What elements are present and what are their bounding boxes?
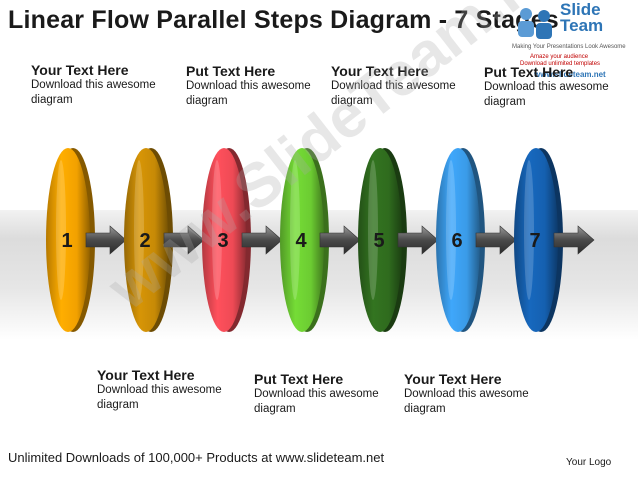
stage-6-arrow bbox=[475, 225, 517, 255]
stage-7-disc bbox=[514, 148, 558, 332]
stage-7-highlight bbox=[524, 160, 534, 300]
brand-line1: Amaze your audience bbox=[530, 54, 589, 60]
bottom-label-2-body: Download this awesome diagram bbox=[254, 388, 379, 415]
bottom-label-1-heading: Your Text Here bbox=[97, 367, 195, 383]
stage-6-number: 6 bbox=[451, 230, 462, 252]
stage-3-number: 3 bbox=[217, 230, 228, 252]
stage-2-number: 2 bbox=[139, 230, 150, 252]
stage-5-highlight bbox=[368, 160, 378, 300]
stage-4-number: 4 bbox=[295, 230, 307, 252]
stage-5-disc bbox=[358, 148, 402, 332]
brand-name-line1: Slide bbox=[560, 0, 601, 19]
stage-6-disc bbox=[436, 148, 480, 332]
page-title: Linear Flow Parallel Steps Diagram - 7 S… bbox=[8, 6, 559, 34]
brand-people-icon bbox=[518, 8, 552, 39]
stage-1-disc bbox=[46, 148, 90, 332]
top-label-3: Your Text Here Download this awesome dia… bbox=[331, 63, 456, 109]
brand-url: www.slideteam.net bbox=[534, 70, 606, 79]
stage-1-arrow bbox=[85, 225, 127, 255]
top-label-4: Put Text Here Download this awesome diag… bbox=[484, 64, 609, 110]
brand-name-line2: Team bbox=[560, 16, 604, 35]
bottom-label-3-body: Download this awesome diagram bbox=[404, 388, 529, 415]
stage-2-arrow bbox=[163, 225, 205, 255]
stage-3: 3 bbox=[202, 148, 283, 332]
bottom-label-3-heading: Your Text Here bbox=[404, 371, 502, 387]
stage-3-arrow bbox=[241, 225, 283, 255]
stage-1: 1 bbox=[46, 148, 127, 332]
stage-4-highlight bbox=[290, 160, 300, 300]
brand-block bbox=[502, 0, 638, 78]
brand-name: Slide Team bbox=[560, 0, 604, 35]
top-label-3-heading: Your Text Here bbox=[331, 63, 429, 79]
top-label-1: Your Text Here Download this awesome dia… bbox=[31, 62, 156, 108]
bottom-label-3: Your Text Here Download this awesome dia… bbox=[404, 371, 529, 417]
stage-4: 4 bbox=[280, 148, 361, 332]
bottom-label-1: Your Text Here Download this awesome dia… bbox=[97, 367, 222, 413]
top-label-3-body: Download this awesome diagram bbox=[331, 80, 456, 107]
top-label-4-heading: Put Text Here bbox=[484, 64, 574, 80]
stage-6-highlight bbox=[446, 160, 456, 300]
top-label-2-heading: Put Text Here bbox=[186, 63, 276, 79]
stage-4-disc bbox=[280, 148, 324, 332]
bottom-label-2: Put Text Here Download this awesome diag… bbox=[254, 371, 379, 417]
stage-5-number: 5 bbox=[373, 230, 384, 252]
top-label-2-body: Download this awesome diagram bbox=[186, 80, 311, 107]
stage-6: 6 bbox=[436, 148, 517, 332]
logo-placeholder: Your Logo bbox=[566, 457, 612, 468]
stage-2-disc bbox=[124, 148, 168, 332]
stage-7-arrow bbox=[553, 225, 595, 255]
stage-3-disc bbox=[202, 148, 246, 332]
stage-4-arrow bbox=[319, 225, 361, 255]
stage-2-highlight bbox=[134, 160, 144, 300]
bottom-label-2-heading: Put Text Here bbox=[254, 371, 344, 387]
top-label-1-body: Download this awesome diagram bbox=[31, 79, 156, 106]
stage-3-highlight bbox=[212, 160, 222, 300]
stage-5: 5 bbox=[358, 148, 439, 332]
top-label-1-heading: Your Text Here bbox=[31, 62, 129, 78]
bottom-label-1-body: Download this awesome diagram bbox=[97, 384, 222, 411]
top-label-2: Put Text Here Download this awesome diag… bbox=[186, 63, 311, 109]
top-label-4-body: Download this awesome diagram bbox=[484, 81, 609, 108]
footer-text: Unlimited Downloads of 100,000+ Products… bbox=[8, 450, 385, 465]
brand-tagline: Making Your Presentations Look Awesome bbox=[512, 44, 626, 50]
stage-1-highlight bbox=[56, 160, 66, 300]
stage-7-number: 7 bbox=[529, 230, 540, 252]
stage-1-number: 1 bbox=[61, 230, 72, 252]
brand-line2: Download unlimited templates bbox=[520, 61, 601, 67]
stage-2: 2 bbox=[124, 148, 205, 332]
stage-5-arrow bbox=[397, 225, 439, 255]
stage-7: 7 bbox=[514, 148, 595, 332]
